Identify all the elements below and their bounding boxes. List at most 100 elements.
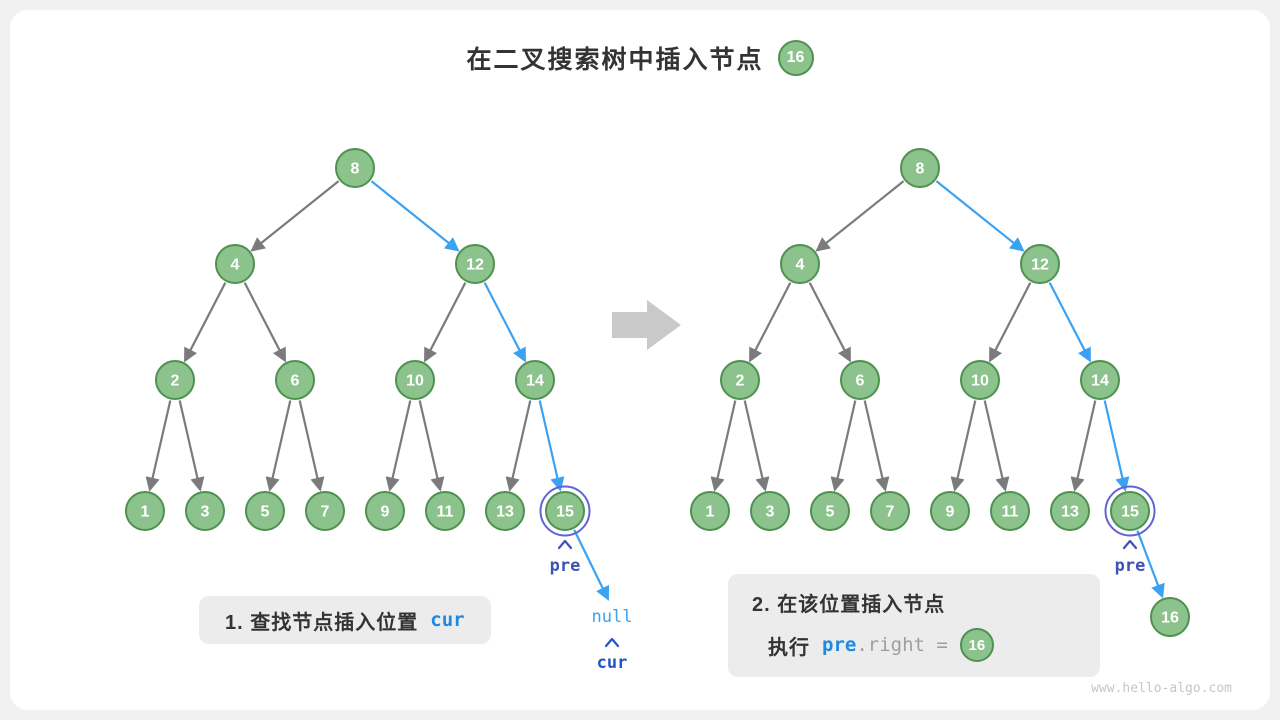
tree-node-value: 11 <box>437 504 454 521</box>
tree-node-circle <box>720 360 760 400</box>
tree-node-circle <box>1020 244 1060 284</box>
tree-edge-highlight <box>1103 400 1130 492</box>
tree-node-value: 5 <box>826 504 835 521</box>
step2-badge-value: 16 <box>968 636 986 654</box>
step2-node-badge: 16 <box>959 628 994 662</box>
tree-edge <box>749 282 792 363</box>
tree-node-value: 1 <box>141 504 150 521</box>
null-label: null <box>592 607 633 627</box>
tree-node-circle <box>125 491 165 531</box>
step1-code-cur: cur <box>430 609 465 631</box>
tree-node-value: 14 <box>1091 373 1109 390</box>
tree-node-value: 15 <box>556 504 574 521</box>
tree-node-value: 12 <box>1031 257 1049 274</box>
tree-node-value: 5 <box>261 504 270 521</box>
tree-node-circle <box>425 491 465 531</box>
tree-node-circle <box>960 360 1000 400</box>
tree-node-value: 14 <box>526 373 544 390</box>
tree-node-value: 6 <box>856 373 865 390</box>
tree-edge <box>265 400 292 492</box>
tree-edge <box>950 400 977 492</box>
tree-edge-highlight <box>538 400 565 492</box>
tree-edge <box>983 400 1010 492</box>
tree-node-circle <box>485 491 525 531</box>
tree-node-value: 4 <box>796 257 805 274</box>
tree-node-circle <box>245 491 285 531</box>
tree-edge <box>178 400 205 492</box>
tree-edge <box>385 400 412 492</box>
tree-node-value: 2 <box>171 373 180 390</box>
tree-node-circle <box>185 491 225 531</box>
tree-edge <box>710 400 737 492</box>
tree-node-value: 9 <box>381 504 390 521</box>
step1-text: 1. 查找节点插入位置 <box>225 611 419 634</box>
watermark: www.hello-algo.com <box>1091 681 1232 696</box>
tree-node-value: 3 <box>201 504 210 521</box>
tree-node-value: 8 <box>916 161 925 178</box>
tree-node-circle <box>545 491 585 531</box>
step2-code-right: .right = <box>856 634 948 656</box>
cur-label: cur <box>597 653 628 673</box>
tree-node-circle <box>840 360 880 400</box>
tree-edge <box>424 282 467 363</box>
transition-arrow-icon <box>612 300 681 350</box>
inserted-node-circle <box>1150 597 1190 637</box>
tree-node-circle <box>990 491 1030 531</box>
tree-node-circle <box>810 491 850 531</box>
tree-node-circle <box>395 360 435 400</box>
tree-node-circle <box>930 491 970 531</box>
tree-node-circle <box>900 148 940 188</box>
tree-edge <box>808 282 851 363</box>
tree-edge <box>1070 400 1097 492</box>
title-badge-value: 16 <box>786 49 805 66</box>
tree-node-circle <box>515 360 555 400</box>
pre-node-ring <box>1104 485 1156 537</box>
tree-node-circle <box>275 360 315 400</box>
tree-edge <box>743 400 770 492</box>
tree-node-value: 4 <box>231 257 240 274</box>
pre-caret-icon <box>557 539 573 550</box>
tree-node-circle <box>335 148 375 188</box>
tree-node-value: 11 <box>1002 504 1019 521</box>
tree-edge <box>184 282 227 363</box>
tree-node-value: 12 <box>466 257 484 274</box>
tree-edge <box>815 180 905 252</box>
tree-node-value: 7 <box>886 504 895 521</box>
step2-line2: 执行 pre.right = 16 <box>768 628 1076 662</box>
tree-node-value: 7 <box>321 504 330 521</box>
step2-exec-label: 执行 <box>768 636 810 659</box>
tree-node-circle <box>1050 491 1090 531</box>
tree-edge-highlight <box>370 180 460 252</box>
pre-node-ring <box>539 485 591 537</box>
step2-line1: 2. 在该位置插入节点 <box>752 594 946 616</box>
tree-node-circle <box>690 491 730 531</box>
tree-node-value: 2 <box>736 373 745 390</box>
page-title: 在二叉搜索树中插入节点 16 <box>0 40 1280 76</box>
tree-node-circle <box>1110 491 1150 531</box>
tree-node-circle <box>305 491 345 531</box>
tree-node-circle <box>780 244 820 284</box>
pre-caret-icon <box>1122 539 1138 550</box>
tree-edge <box>243 282 286 363</box>
step2-code-pre: pre <box>822 634 857 656</box>
pre-label: pre <box>1115 556 1146 576</box>
tree-edge <box>145 400 172 492</box>
tree-node-value: 16 <box>1161 610 1179 627</box>
tree-edge-highlight <box>573 529 610 601</box>
tree-edge-highlight <box>935 180 1025 252</box>
tree-node-circle <box>215 244 255 284</box>
tree-node-circle <box>750 491 790 531</box>
title-node-badge: 16 <box>777 40 814 76</box>
step1-caption: 1. 查找节点插入位置 cur <box>199 596 491 644</box>
tree-node-circle <box>365 491 405 531</box>
tree-edge <box>298 400 325 492</box>
tree-edge-highlight <box>483 282 526 363</box>
tree-node-value: 1 <box>706 504 715 521</box>
tree-edge <box>863 400 890 492</box>
tree-node-value: 3 <box>766 504 775 521</box>
tree-node-value: 8 <box>351 161 360 178</box>
cur-caret-icon <box>604 637 620 648</box>
tree-node-value: 15 <box>1121 504 1139 521</box>
